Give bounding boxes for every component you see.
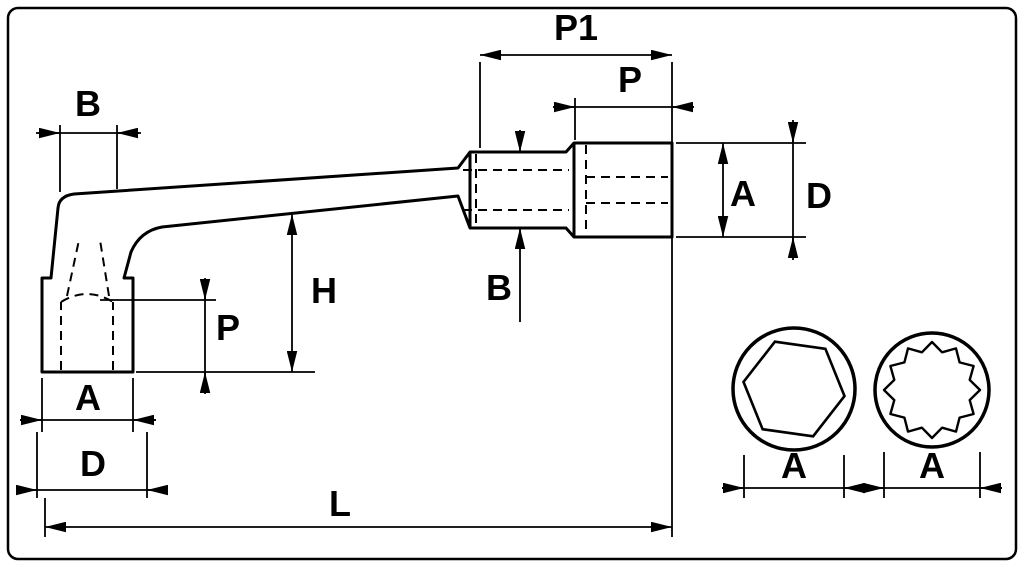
dimension-b-shaft: B [486, 130, 526, 322]
dimension-a-base: A [20, 377, 156, 432]
double-hex-socket-view: A [862, 331, 1002, 498]
dim-label-d-side: D [806, 175, 832, 216]
dim-label-p1: P1 [554, 7, 598, 48]
dim-label-b-socket-top: B [75, 83, 101, 124]
dim-label-l: L [329, 483, 351, 524]
wrench-outline [40, 141, 674, 374]
double-hex-outer-circle [873, 331, 991, 449]
dimension-d-base: D [16, 432, 168, 498]
dimension-l: L [44, 483, 672, 537]
drawing-border [6, 6, 1018, 561]
hex-socket-view: A [722, 326, 866, 498]
dimension-h: H [136, 214, 337, 373]
hex-socket-outer-circle [731, 326, 857, 452]
double-hex-socket-profile [882, 340, 982, 440]
dimension-a-side: A [676, 142, 806, 238]
dim-label-b-shaft: B [486, 267, 512, 308]
dim-label-p-right: P [618, 59, 642, 100]
dim-label-a-base: A [75, 377, 101, 418]
hex-socket-profile [742, 340, 846, 438]
dim-label-a-hex: A [781, 445, 807, 486]
dimension-p1: P1 [479, 7, 673, 537]
wrench-body [40, 141, 674, 374]
dim-label-a-side: A [730, 173, 756, 214]
dimension-p-socket: P [100, 278, 240, 394]
dimension-d-side: D [787, 120, 832, 260]
dimension-b-socket-top: B [36, 83, 141, 192]
dim-label-d-base: D [80, 443, 106, 484]
dim-label-h: H [311, 270, 337, 311]
dim-label-p-socket: P [216, 307, 240, 348]
dimension-p-right: P [553, 59, 694, 140]
dim-label-a-double-hex: A [919, 445, 945, 486]
